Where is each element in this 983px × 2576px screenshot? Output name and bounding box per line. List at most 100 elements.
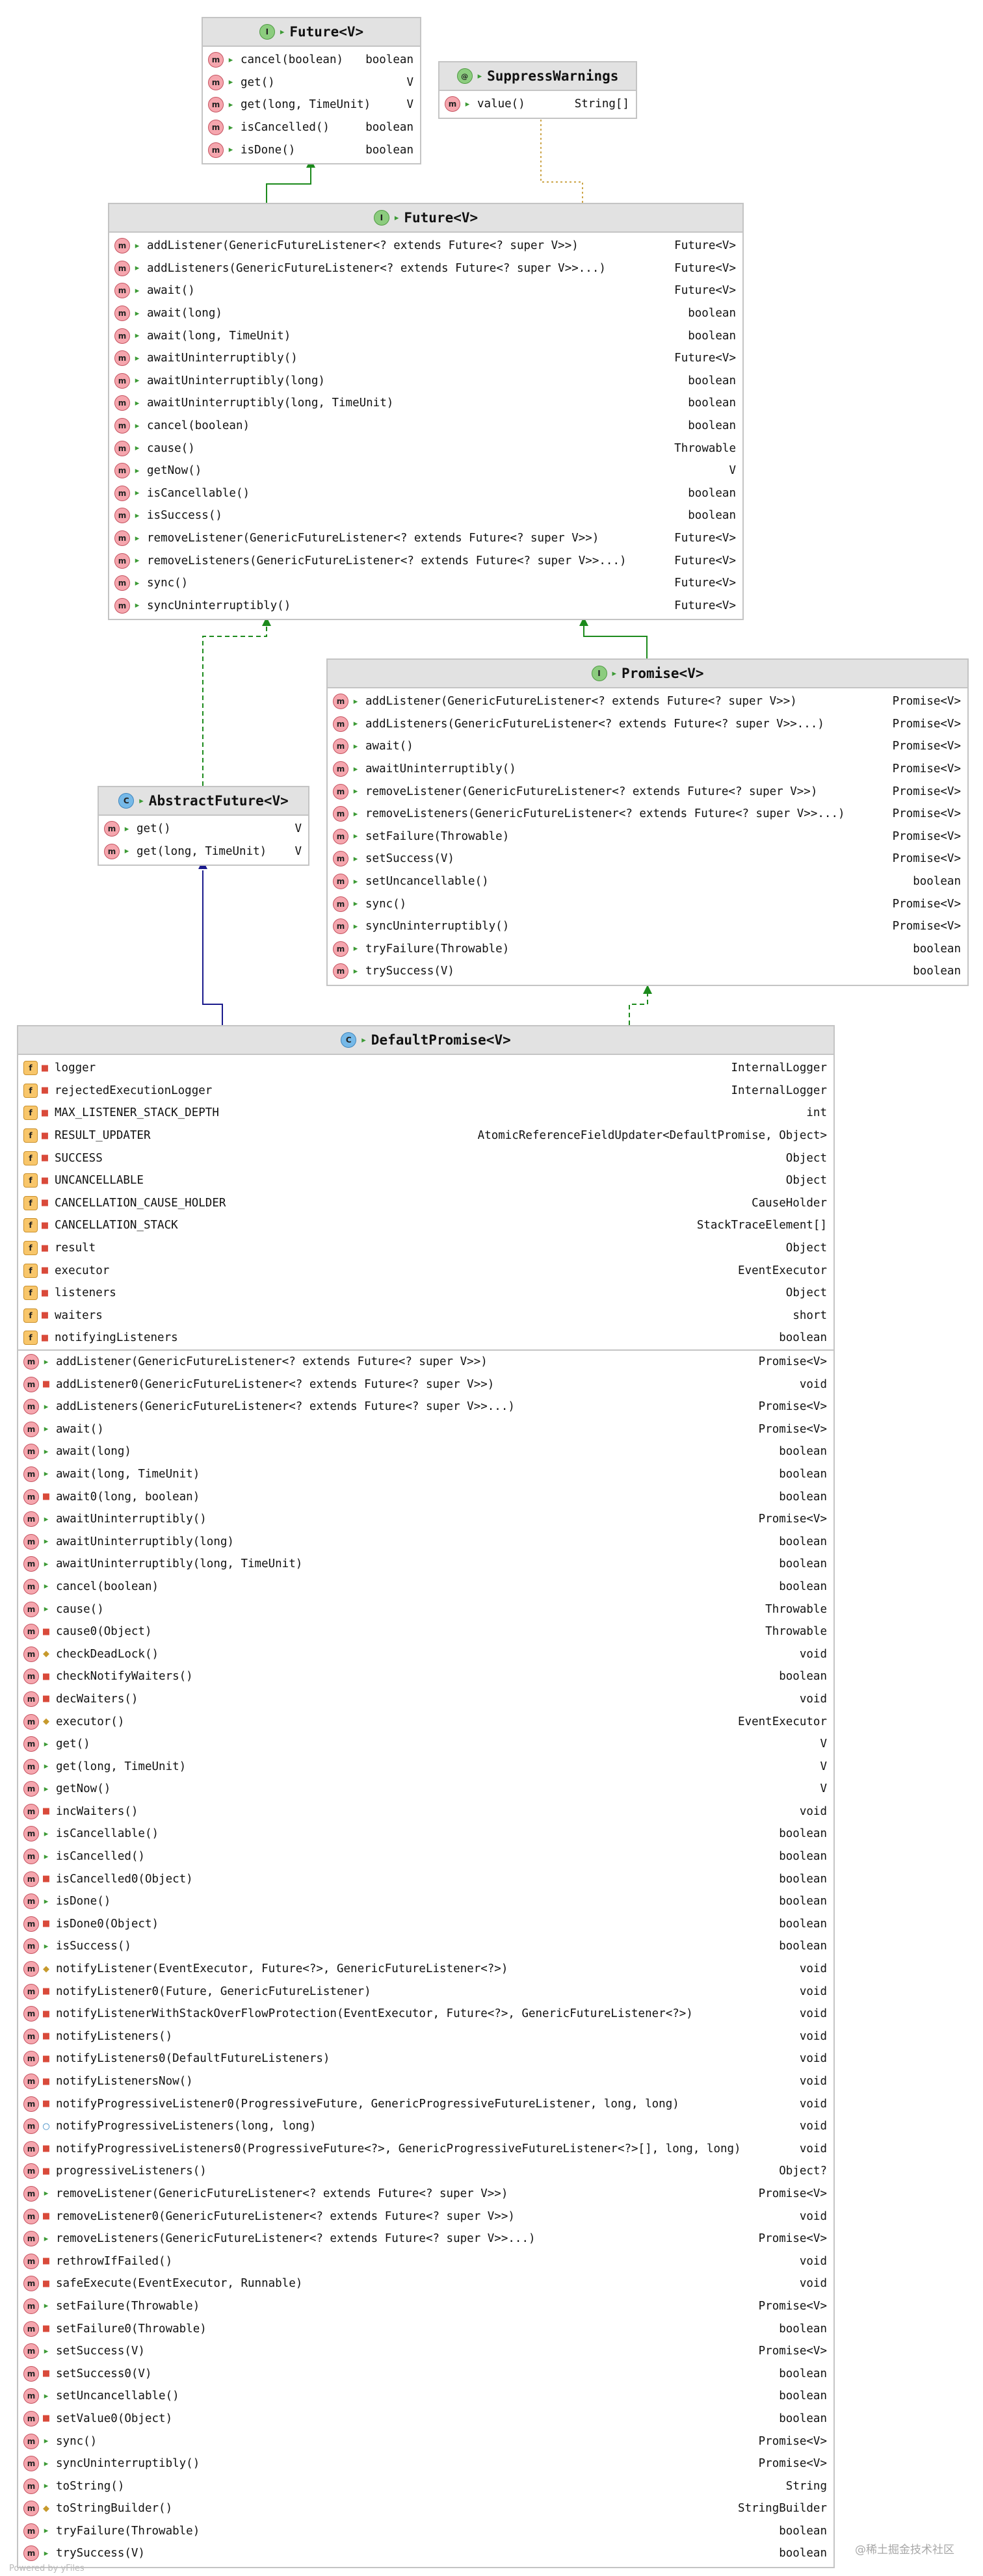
- class-header[interactable]: I▸Future<V>: [109, 204, 742, 233]
- method-row[interactable]: m▸isCancellable()boolean: [109, 482, 742, 505]
- method-row[interactable]: m▸get()V: [18, 1733, 833, 1756]
- method-row[interactable]: m■notifyListener0(Future, GenericFutureL…: [18, 1980, 833, 2003]
- method-row[interactable]: m▸await(long, TimeUnit)boolean: [18, 1463, 833, 1486]
- method-row[interactable]: m■cause0(Object)Throwable: [18, 1620, 833, 1643]
- method-row[interactable]: m▸await(long, TimeUnit)boolean: [109, 324, 742, 347]
- method-row[interactable]: m▸setSuccess(V)Promise<V>: [328, 848, 967, 870]
- method-row[interactable]: m▸awaitUninterruptibly(long, TimeUnit)bo…: [18, 1553, 833, 1576]
- method-row[interactable]: m▸removeListeners(GenericFutureListener<…: [109, 549, 742, 572]
- method-row[interactable]: m■setSuccess0(V)boolean: [18, 2362, 833, 2385]
- method-row[interactable]: m▸trySuccess(V)boolean: [328, 960, 967, 983]
- class-header[interactable]: I▸Future<V>: [203, 18, 420, 47]
- method-row[interactable]: m▸setFailure(Throwable)Promise<V>: [328, 826, 967, 848]
- method-row[interactable]: m▸addListener(GenericFutureListener<? ex…: [328, 690, 967, 713]
- method-row[interactable]: m▸cause()Throwable: [109, 437, 742, 460]
- method-row[interactable]: m▸addListeners(GenericFutureListener<? e…: [109, 257, 742, 280]
- method-row[interactable]: m▸cause()Throwable: [18, 1598, 833, 1620]
- method-row[interactable]: m▸sync()Promise<V>: [328, 892, 967, 915]
- method-row[interactable]: m▸tryFailure(Throwable)boolean: [18, 2520, 833, 2543]
- method-row[interactable]: m■removeListener0(GenericFutureListener<…: [18, 2205, 833, 2228]
- method-row[interactable]: m■incWaiters()void: [18, 1801, 833, 1823]
- method-row[interactable]: m■notifyListeners0(DefaultFutureListener…: [18, 2048, 833, 2070]
- method-row[interactable]: m■notifyProgressiveListener0(Progressive…: [18, 2092, 833, 2115]
- method-row[interactable]: m▸await()Future<V>: [109, 280, 742, 302]
- method-row[interactable]: m▸tryFailure(Throwable)boolean: [328, 938, 967, 961]
- method-row[interactable]: m■addListener0(GenericFutureListener<? e…: [18, 1373, 833, 1396]
- method-row[interactable]: m▸isDone()boolean: [18, 1890, 833, 1913]
- method-row[interactable]: m■rethrowIfFailed()void: [18, 2250, 833, 2272]
- method-row[interactable]: m▸removeListener(GenericFutureListener<?…: [109, 527, 742, 550]
- method-row[interactable]: m▸await()Promise<V>: [328, 735, 967, 758]
- method-row[interactable]: m▸value()String[]: [439, 93, 636, 116]
- method-row[interactable]: m▸awaitUninterruptibly()Future<V>: [109, 347, 742, 370]
- method-row[interactable]: m■progressiveListeners()Object?: [18, 2160, 833, 2183]
- method-row[interactable]: m▸await(long)boolean: [109, 302, 742, 325]
- method-row[interactable]: m▸trySuccess(V)boolean: [18, 2542, 833, 2565]
- method-row[interactable]: m▸removeListeners(GenericFutureListener<…: [18, 2228, 833, 2250]
- method-row[interactable]: m▸awaitUninterruptibly(long, TimeUnit)bo…: [109, 392, 742, 415]
- method-row[interactable]: m◆toStringBuilder()StringBuilder: [18, 2497, 833, 2520]
- method-row[interactable]: m■await0(long, boolean)boolean: [18, 1485, 833, 1508]
- method-row[interactable]: m▸removeListeners(GenericFutureListener<…: [328, 803, 967, 826]
- method-row[interactable]: m▸isDone()boolean: [203, 138, 420, 161]
- method-row[interactable]: m▸syncUninterruptibly()Promise<V>: [18, 2452, 833, 2475]
- method-row[interactable]: m▸cancel(boolean)boolean: [18, 1576, 833, 1598]
- method-row[interactable]: m◆notifyListener(EventExecutor, Future<?…: [18, 1958, 833, 1981]
- method-row[interactable]: m▸awaitUninterruptibly()Promise<V>: [18, 1508, 833, 1531]
- method-row[interactable]: m▸get()V: [203, 72, 420, 94]
- method-row[interactable]: m▸await(long)boolean: [18, 1440, 833, 1463]
- method-row[interactable]: m▸isCancellable()boolean: [18, 1823, 833, 1845]
- method-row[interactable]: m■notifyListeners()void: [18, 2025, 833, 2048]
- method-row[interactable]: m▸syncUninterruptibly()Promise<V>: [328, 915, 967, 938]
- method-row[interactable]: m■setFailure0(Throwable)boolean: [18, 2317, 833, 2340]
- method-row[interactable]: m▸sync()Promise<V>: [18, 2430, 833, 2452]
- class-header[interactable]: C▸DefaultPromise<V>: [18, 1026, 833, 1055]
- method-row[interactable]: m▸awaitUninterruptibly()Promise<V>: [328, 758, 967, 781]
- class-box-future-netty[interactable]: I▸Future<V>m▸addListener(GenericFutureLi…: [108, 203, 744, 621]
- method-row[interactable]: m■checkNotifyWaiters()boolean: [18, 1665, 833, 1688]
- method-row[interactable]: m◆checkDeadLock()void: [18, 1643, 833, 1665]
- method-row[interactable]: m■isDone0(Object)boolean: [18, 1913, 833, 1936]
- method-row[interactable]: m▸getNow()V: [18, 1778, 833, 1801]
- class-header[interactable]: C▸AbstractFuture<V>: [99, 787, 308, 816]
- method-row[interactable]: m▸setUncancellable()boolean: [328, 870, 967, 893]
- method-row[interactable]: m▸addListener(GenericFutureListener<? ex…: [109, 235, 742, 257]
- method-row[interactable]: m▸get(long, TimeUnit)V: [203, 94, 420, 116]
- method-row[interactable]: m▸setSuccess(V)Promise<V>: [18, 2340, 833, 2363]
- method-row[interactable]: m■notifyListenersNow()void: [18, 2070, 833, 2093]
- method-row[interactable]: m▸isCancelled()boolean: [18, 1845, 833, 1868]
- method-row[interactable]: m▸removeListener(GenericFutureListener<?…: [18, 2183, 833, 2205]
- method-row[interactable]: m▸addListeners(GenericFutureListener<? e…: [328, 713, 967, 736]
- method-row[interactable]: m▸awaitUninterruptibly(long)boolean: [18, 1530, 833, 1553]
- method-row[interactable]: m▸get(long, TimeUnit)V: [18, 1755, 833, 1778]
- method-row[interactable]: m▸syncUninterruptibly()Future<V>: [109, 595, 742, 618]
- method-row[interactable]: m▸addListener(GenericFutureListener<? ex…: [18, 1351, 833, 1373]
- method-row[interactable]: m■decWaiters()void: [18, 1688, 833, 1711]
- method-row[interactable]: m▸getNow()V: [109, 460, 742, 482]
- method-row[interactable]: m▸sync()Future<V>: [109, 572, 742, 595]
- method-row[interactable]: m■safeExecute(EventExecutor, Runnable)vo…: [18, 2272, 833, 2295]
- method-row[interactable]: m■setValue0(Object)boolean: [18, 2408, 833, 2430]
- method-row[interactable]: m▸cancel(boolean)boolean: [109, 415, 742, 437]
- method-row[interactable]: m▸get()V: [99, 818, 308, 840]
- method-row[interactable]: m▸await()Promise<V>: [18, 1418, 833, 1441]
- method-row[interactable]: m▸isCancelled()boolean: [203, 116, 420, 139]
- class-header[interactable]: I▸Promise<V>: [328, 660, 967, 688]
- method-row[interactable]: m▸awaitUninterruptibly(long)boolean: [109, 370, 742, 393]
- method-row[interactable]: m■isCancelled0(Object)boolean: [18, 1867, 833, 1890]
- method-row[interactable]: m◆executor()EventExecutor: [18, 1710, 833, 1733]
- method-row[interactable]: m▸removeListener(GenericFutureListener<?…: [328, 780, 967, 803]
- method-row[interactable]: m▸isSuccess()boolean: [109, 504, 742, 527]
